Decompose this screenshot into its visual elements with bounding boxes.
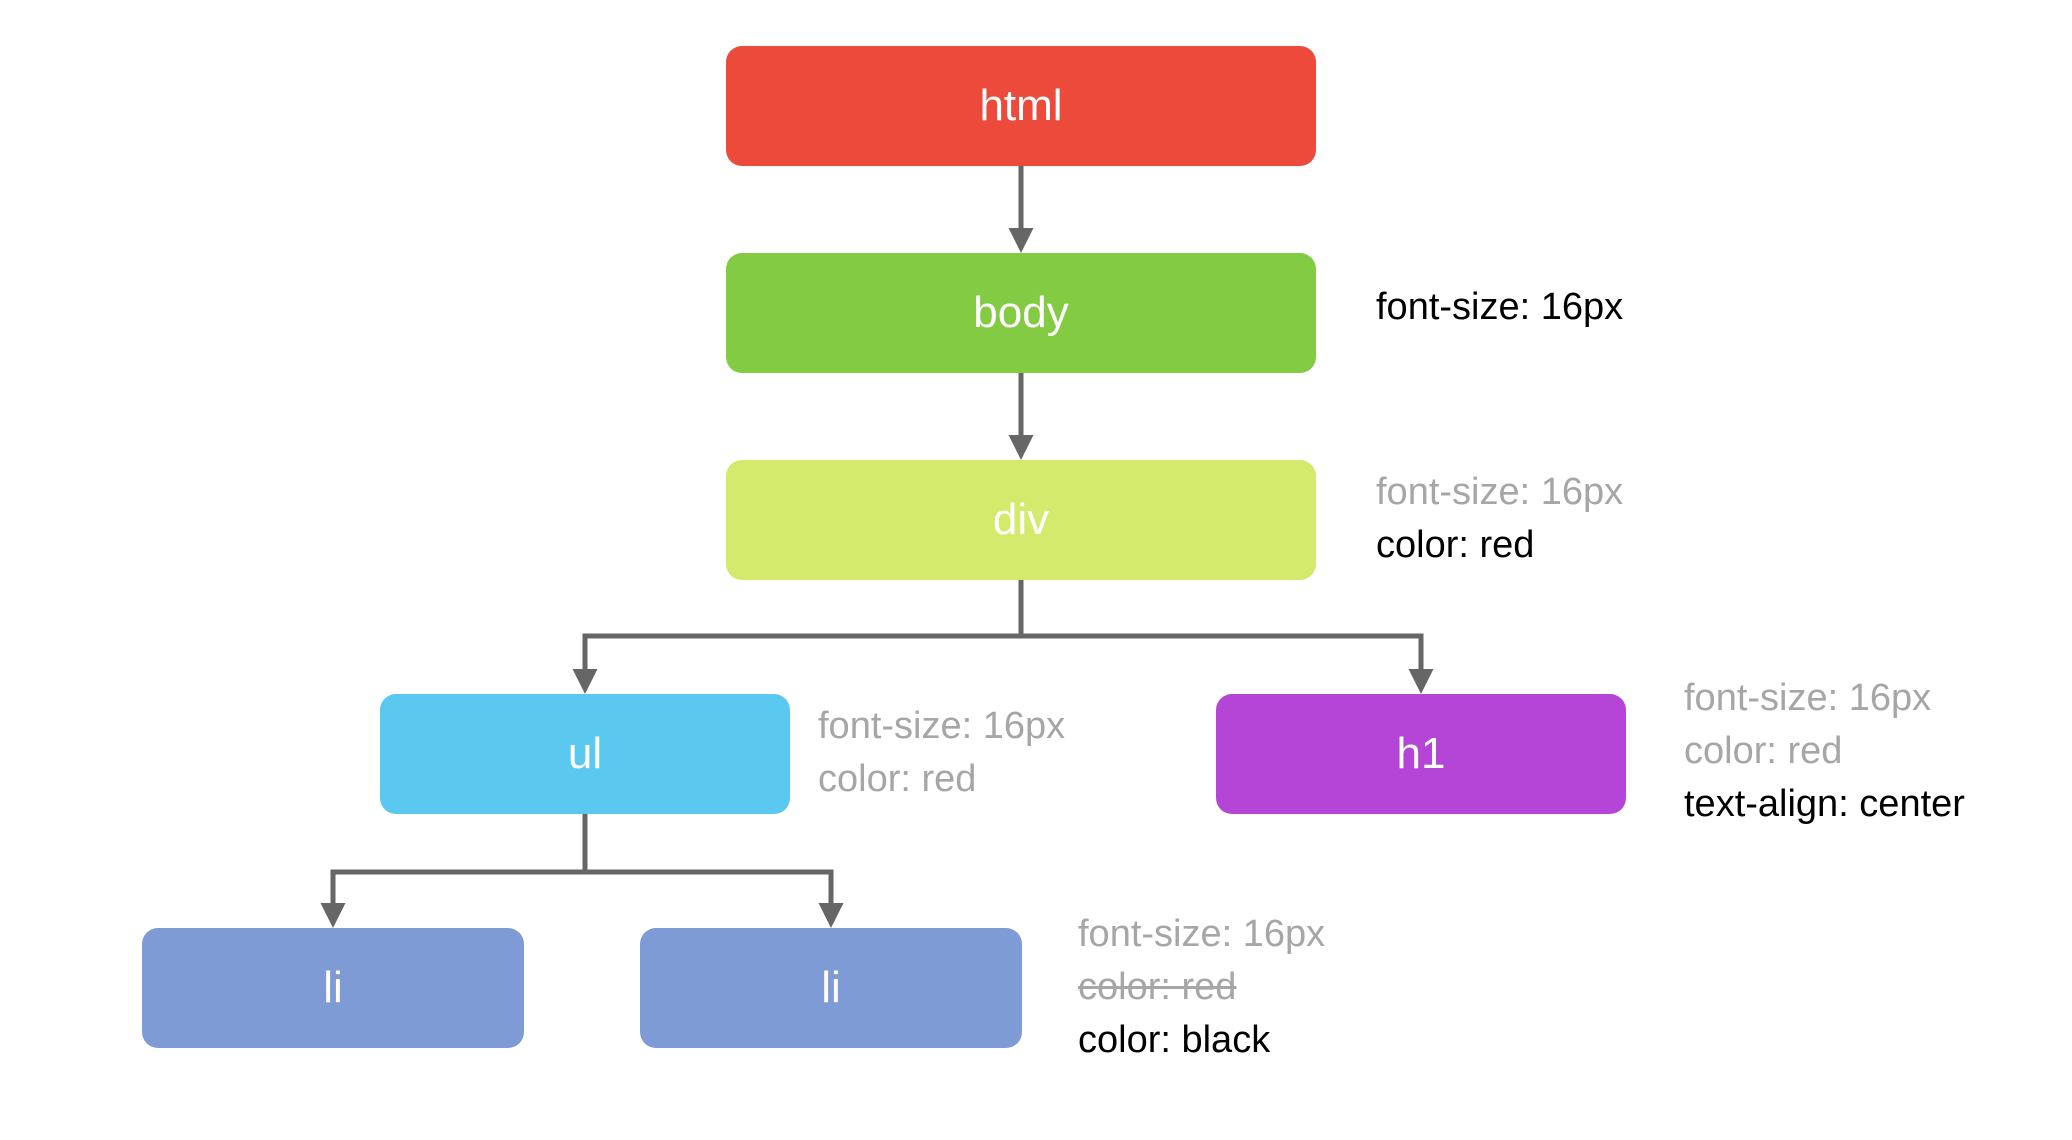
node-body: body bbox=[726, 253, 1316, 373]
node-ul-label: ul bbox=[567, 729, 603, 778]
annotation-ul: font-size: 16px color: red bbox=[818, 700, 1065, 806]
annotation-li-overridden-color: color: red bbox=[1078, 966, 1237, 1008]
node-li-1: li bbox=[142, 928, 524, 1048]
node-body-label: body bbox=[973, 288, 1069, 337]
node-html-label: html bbox=[979, 81, 1063, 130]
node-li-2: li bbox=[640, 928, 1022, 1048]
node-html: html bbox=[726, 46, 1316, 166]
connector-div-ul bbox=[572, 633, 1021, 694]
node-h1-label: h1 bbox=[1396, 729, 1446, 778]
connector-ul-li-1 bbox=[320, 869, 585, 928]
annotation-div-inherited-font-size: font-size: 16px bbox=[1376, 471, 1624, 513]
annotation-h1-inherited-font-size: font-size: 16px bbox=[1684, 677, 1932, 719]
annotation-body: font-size: 16px bbox=[1376, 281, 1623, 334]
annotation-ul-inherited-font-size: font-size: 16px bbox=[818, 705, 1066, 747]
annotation-li-own-color: color: black bbox=[1078, 1019, 1271, 1061]
connector-ul-li-2 bbox=[585, 869, 844, 928]
annotation-li-inherited-font-size: font-size: 16px bbox=[1078, 913, 1326, 955]
connector-div-h1 bbox=[1021, 633, 1434, 694]
annotation-div-own-color: color: red bbox=[1376, 524, 1535, 566]
annotation-h1-own-text-align: text-align: center bbox=[1684, 783, 1965, 825]
annotation-body-own-font-size: font-size: 16px bbox=[1376, 286, 1624, 328]
annotation-h1-inherited-color: color: red bbox=[1684, 730, 1843, 772]
annotation-ul-inherited-color: color: red bbox=[818, 758, 977, 800]
node-h1: h1 bbox=[1216, 694, 1626, 814]
annotation-h1: font-size: 16px color: red text-align: c… bbox=[1684, 672, 1965, 831]
node-ul: ul bbox=[380, 694, 790, 814]
node-div: div bbox=[726, 460, 1316, 580]
node-div-label: div bbox=[992, 495, 1050, 544]
node-li-1-label: li bbox=[323, 963, 343, 1012]
node-li-2-label: li bbox=[821, 963, 841, 1012]
annotation-div: font-size: 16px color: red bbox=[1376, 466, 1623, 572]
annotation-li: font-size: 16px color: red color: black bbox=[1078, 908, 1325, 1067]
